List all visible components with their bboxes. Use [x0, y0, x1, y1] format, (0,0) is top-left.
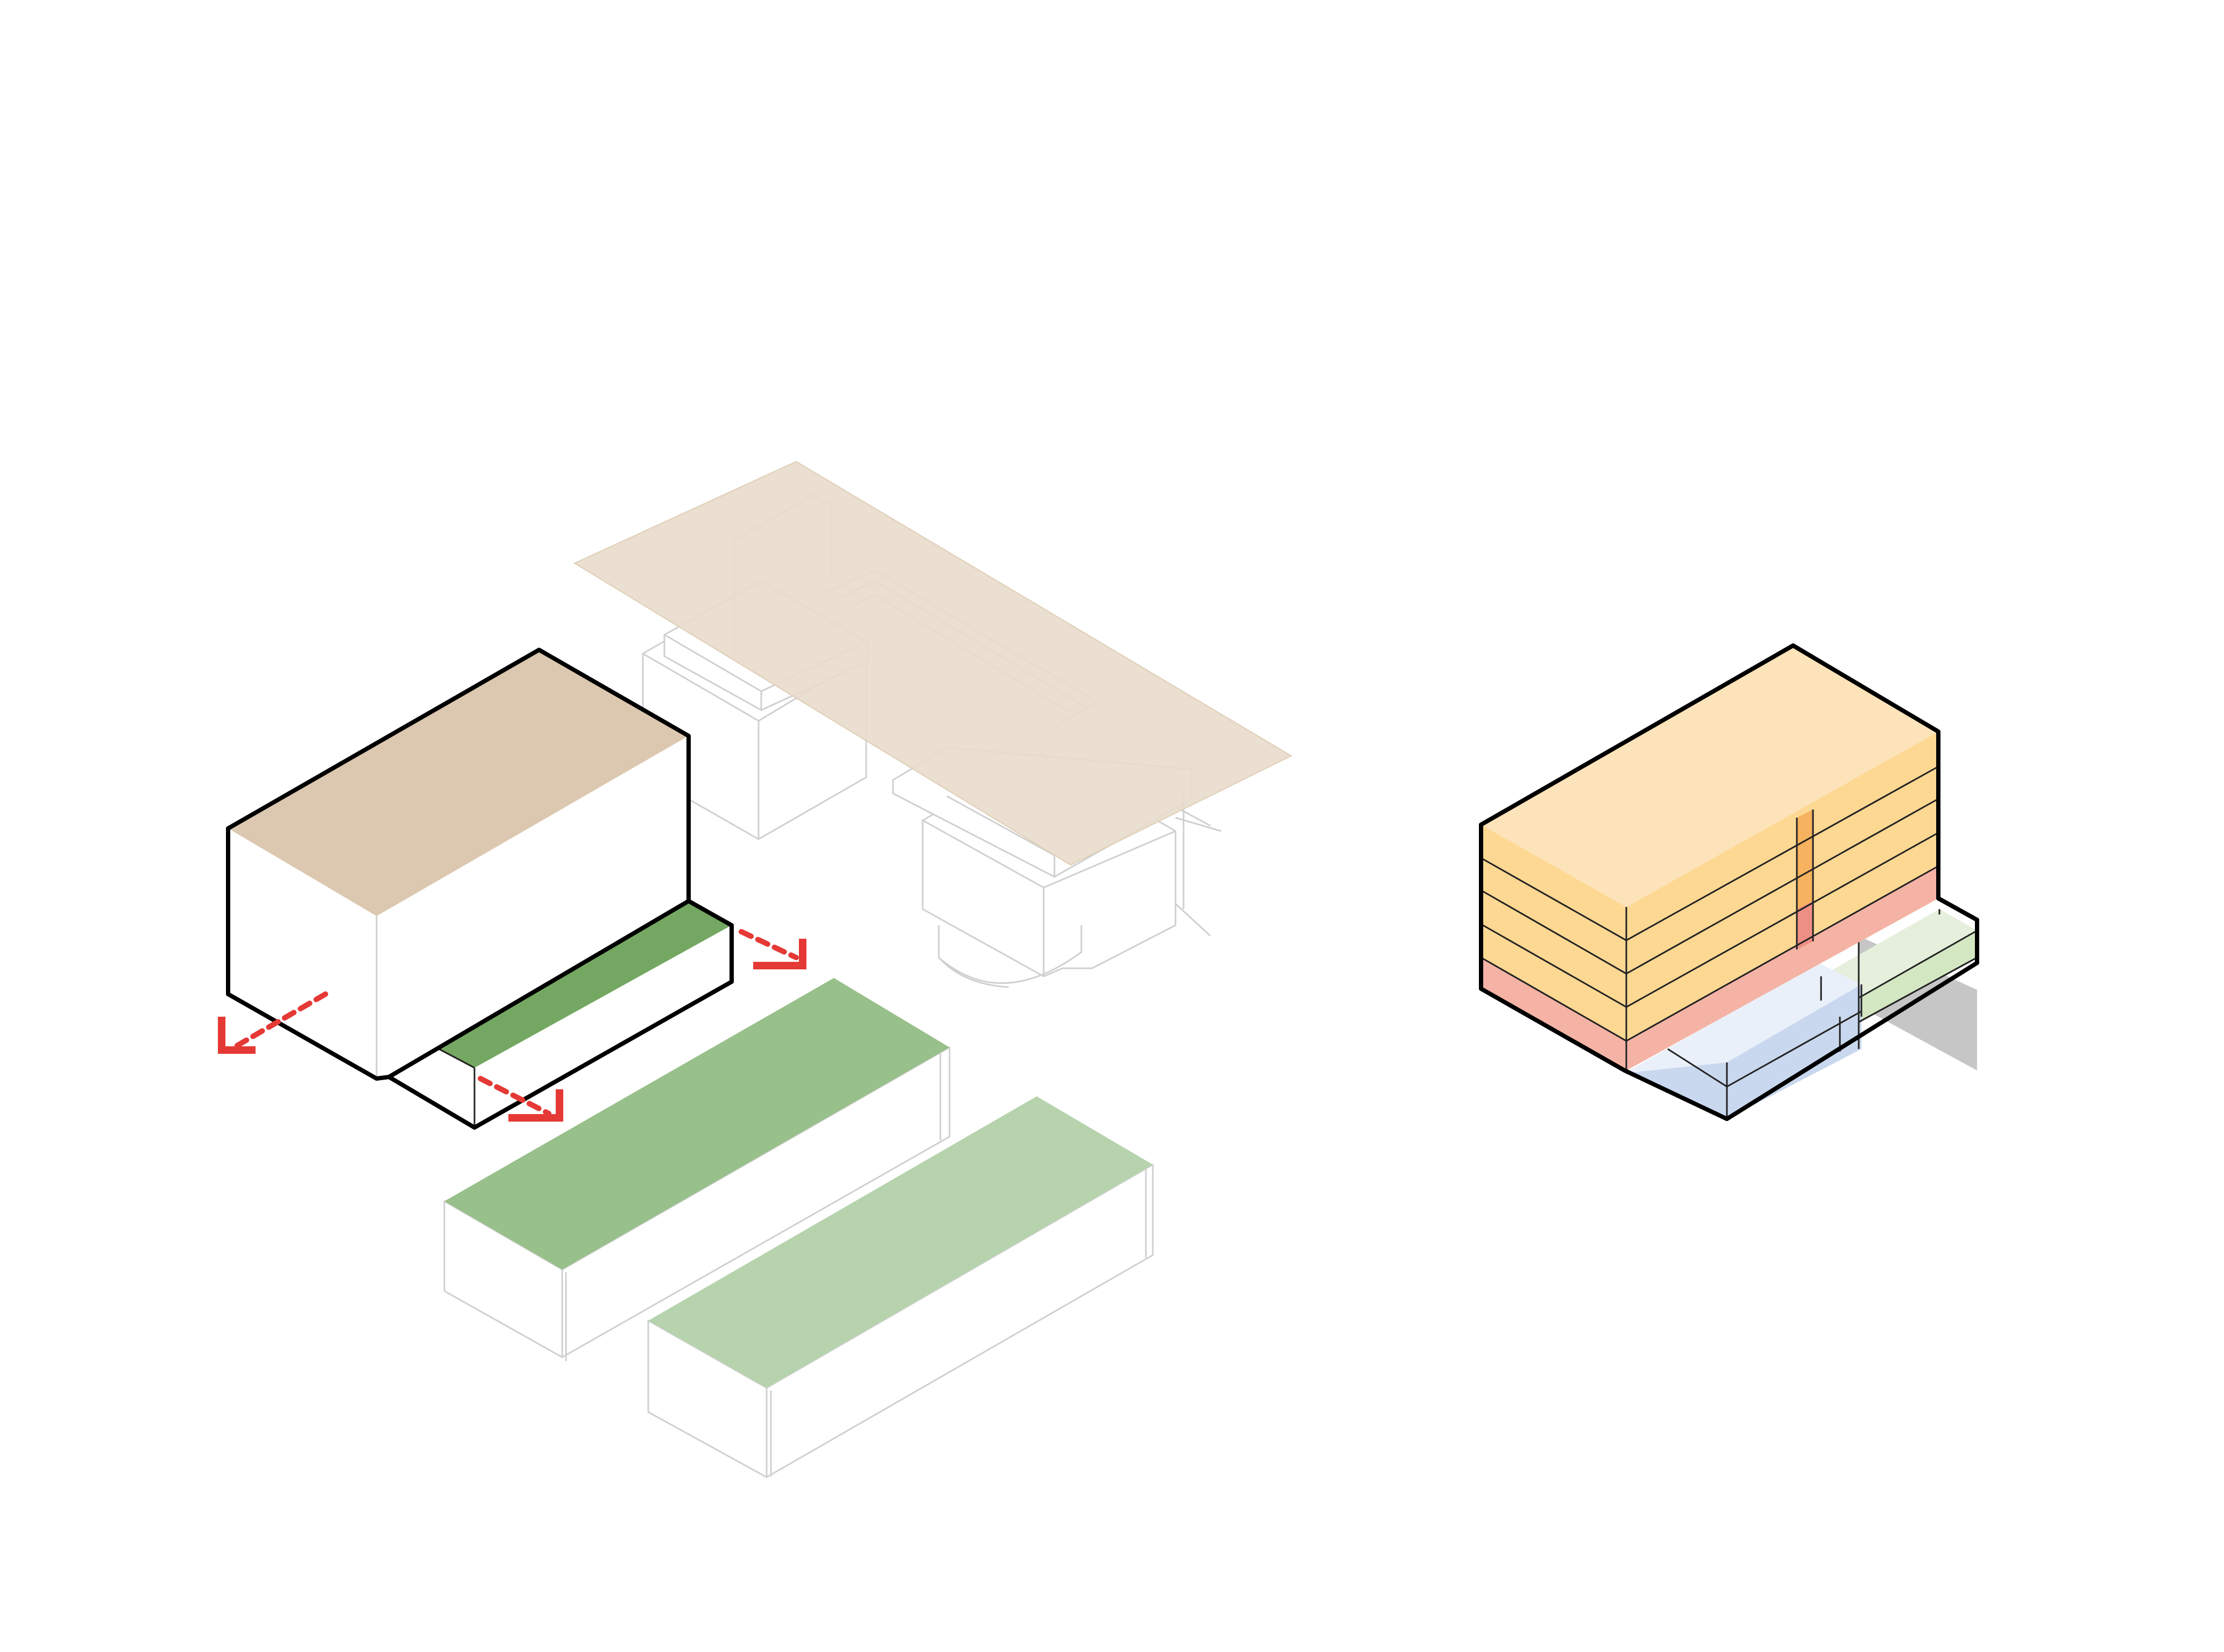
- program-massing-box: [1479, 643, 1979, 1121]
- primary-massing-box: [226, 648, 734, 1130]
- roof-plane: [573, 460, 1293, 866]
- green-bar-lower: [647, 1096, 1154, 1478]
- green-bar-upper: [443, 978, 951, 1361]
- dashed-arrow-icon: [739, 929, 806, 969]
- dashed-arrow-icon: [478, 1076, 563, 1122]
- dashed-arrow-icon: [218, 991, 328, 1054]
